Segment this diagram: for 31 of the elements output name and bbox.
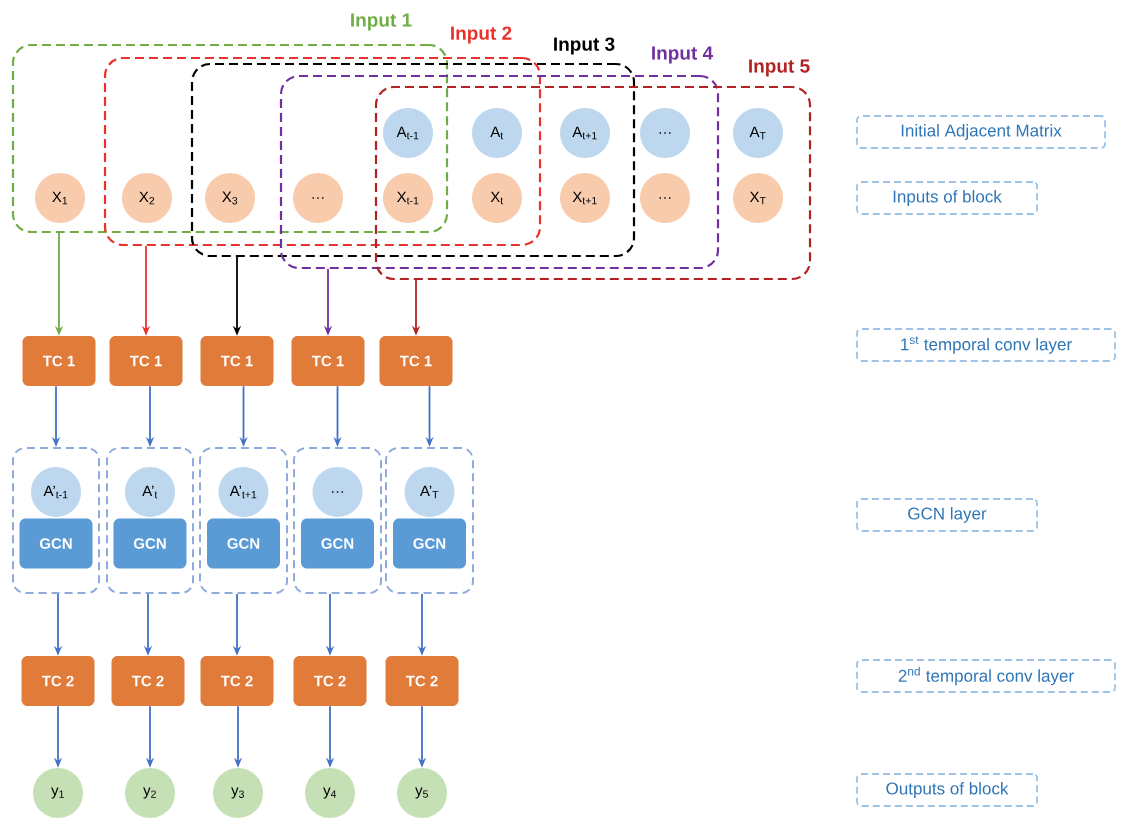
temporal-conv-box: TC 2 — [200, 656, 274, 706]
temporal-conv-box: TC 1 — [22, 336, 96, 386]
layer-label: Outputs of block — [856, 773, 1038, 807]
temporal-conv-box: TC 2 — [293, 656, 367, 706]
gcn-block-frame — [293, 447, 382, 594]
temporal-conv-box: TC 2 — [111, 656, 185, 706]
gcn-box: GCN — [393, 518, 466, 569]
layer-label: GCN layer — [856, 498, 1038, 532]
gcn-block-frame — [12, 447, 100, 594]
gcn-block-frame — [385, 447, 474, 594]
gcn-box: GCN — [113, 518, 187, 569]
gcn-box: GCN — [207, 518, 280, 569]
layer-label: 1$^{st}$ temporal conv layer — [856, 328, 1116, 362]
layer-label: 2$^{nd}$ temporal conv layer — [856, 659, 1116, 693]
node-label: Input 3 — [554, 37, 615, 55]
temporal-conv-box: TC 1 — [291, 336, 365, 386]
temporal-conv-box: TC 1 — [109, 336, 183, 386]
temporal-conv-box: TC 2 — [385, 656, 459, 706]
gcn-block-frame — [199, 447, 288, 594]
node-label: Input 2 — [451, 26, 512, 44]
temporal-conv-box: TC 1 — [200, 336, 274, 386]
temporal-conv-box: TC 2 — [21, 656, 95, 706]
gcn-box: GCN — [19, 518, 93, 569]
node-label: Input 5 — [749, 59, 810, 77]
node-label: Input 1 — [351, 13, 412, 31]
gcn-box: GCN — [301, 518, 374, 569]
layer-label: Inputs of block — [856, 181, 1038, 215]
layer-label: Initial Adjacent Matrix — [856, 115, 1106, 149]
gcn-block-frame — [106, 447, 194, 594]
node-label: Input 4 — [652, 46, 714, 64]
temporal-conv-box: TC 1 — [379, 336, 453, 386]
